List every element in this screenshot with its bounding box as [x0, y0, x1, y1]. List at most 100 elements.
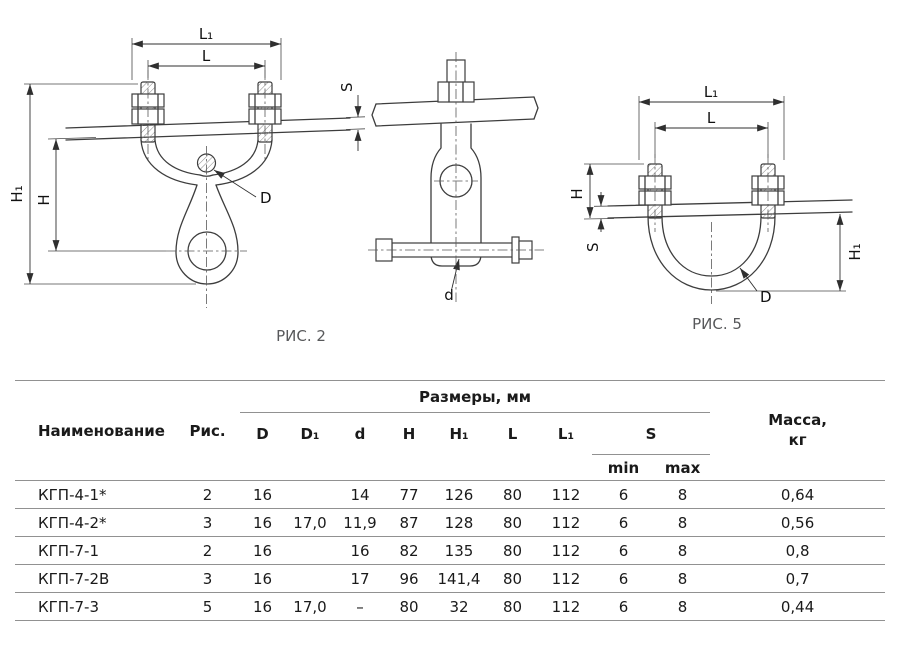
col-header-name: Наименование — [38, 421, 165, 440]
cell-H: 87 — [385, 508, 433, 537]
col-group-S: S — [592, 412, 711, 455]
spec-table-body: КГП-4-1* 2 16 14 77 126 80 112 6 8 0,64 … — [15, 480, 886, 621]
cell-H1: 128 — [433, 508, 485, 537]
cell-d: 14 — [335, 480, 385, 509]
cell-fig: 3 — [175, 564, 240, 593]
cell-H1: 135 — [433, 536, 485, 565]
cell-d: 17 — [335, 564, 385, 593]
cell-H: 82 — [385, 536, 433, 565]
cell-D: 16 — [240, 480, 285, 509]
col-header-D: D — [256, 425, 269, 443]
fig5-dim-label-D: D — [760, 288, 772, 306]
cell-H1: 32 — [433, 592, 485, 621]
cell-D1: 17,0 — [285, 592, 335, 621]
cell-D1 — [285, 536, 335, 565]
cell-mass: 0,56 — [710, 508, 886, 537]
cell-D1 — [285, 564, 335, 593]
table-row: КГП-4-1* 2 16 14 77 126 80 112 6 8 0,64 — [15, 480, 886, 509]
cell-L: 80 — [485, 480, 540, 509]
cell-D: 16 — [240, 592, 285, 621]
fig5-dim-label-L: L — [707, 109, 716, 127]
cell-L: 80 — [485, 592, 540, 621]
table-row: КГП-7-1 2 16 16 82 135 80 112 6 8 0,8 — [15, 536, 886, 565]
cell-smax: 8 — [655, 480, 711, 509]
fig2-dim-L1: L₁ — [131, 25, 282, 80]
cell-smax: 8 — [655, 564, 711, 593]
cell-name: КГП-7-1 — [15, 536, 175, 565]
cell-smin: 6 — [592, 564, 655, 593]
fig5-drawing: L₁ L H S H₁ — [568, 83, 864, 333]
cell-d: 16 — [335, 536, 385, 565]
fig2-drawing: L₁ L S H₁ — [8, 25, 366, 345]
col-header-H1: H₁ — [449, 425, 469, 443]
fig5-dim-D: D — [739, 267, 772, 306]
cell-name: КГП-7-2В — [15, 564, 175, 593]
strap — [140, 139, 273, 186]
cell-fig: 2 — [175, 536, 240, 565]
u-strap — [647, 215, 776, 291]
fig5-dim-S: S — [584, 192, 617, 252]
col-header-mass: Масса, кг — [768, 411, 827, 449]
cell-smax: 8 — [655, 536, 711, 565]
cell-L1: 112 — [540, 564, 592, 593]
figure2-caption: РИС. 2 — [276, 327, 326, 345]
cell-H: 77 — [385, 480, 433, 509]
cell-name: КГП-7-3 — [15, 592, 175, 621]
col-header-smin: min — [607, 458, 640, 477]
cell-smin: 6 — [592, 536, 655, 565]
cell-L1: 112 — [540, 536, 592, 565]
col-header-L: L — [507, 425, 518, 443]
fig2-dim-label-L: L — [202, 47, 211, 65]
cell-L1: 112 — [540, 592, 592, 621]
cell-D1 — [285, 480, 335, 509]
side-view-drawing: d — [368, 52, 544, 304]
spec-table: Наименование Рис. Размеры, мм Масса, кг … — [15, 380, 886, 621]
cell-H1: 141,4 — [433, 564, 485, 593]
cell-L1: 112 — [540, 480, 592, 509]
cell-name: КГП-4-2* — [15, 508, 175, 537]
cell-L: 80 — [485, 564, 540, 593]
side-centerlines — [368, 52, 544, 302]
cell-D: 16 — [240, 564, 285, 593]
fig2-dim-L: L — [147, 47, 266, 78]
cell-H: 80 — [385, 592, 433, 621]
table-row: КГП-7-3 5 16 17,0 – 80 32 80 112 6 8 0,4… — [15, 592, 886, 621]
fig2-dim-H1: H₁ — [8, 83, 196, 285]
spec-table-header: Наименование Рис. Размеры, мм Масса, кг … — [15, 380, 885, 481]
fig2-dim-label-H: H — [35, 194, 53, 205]
fig5-centerlines — [654, 154, 769, 304]
eye-lug — [175, 184, 239, 285]
cell-H1: 126 — [433, 480, 485, 509]
fig5-dim-label-H: H — [568, 188, 586, 199]
cell-mass: 0,7 — [710, 564, 886, 593]
cell-L: 80 — [485, 508, 540, 537]
cell-mass: 0,8 — [710, 536, 886, 565]
cell-H: 96 — [385, 564, 433, 593]
fig2-dim-D: D — [213, 169, 272, 207]
cell-fig: 5 — [175, 592, 240, 621]
plate — [65, 117, 351, 141]
fig2-dim-H: H — [35, 137, 166, 252]
col-header-L1: L₁ — [557, 425, 575, 443]
side-dim-d: d — [444, 258, 460, 304]
fig5-dim-label-H1: H₁ — [846, 243, 864, 260]
fig5-dim-label-L1: L₁ — [704, 83, 718, 101]
fig2-dim-label-H1: H₁ — [8, 185, 26, 202]
fig5-dim-H: H — [568, 163, 644, 220]
cell-L: 80 — [485, 536, 540, 565]
cell-mass: 0,44 — [710, 592, 886, 621]
col-header-D1: D₁ — [300, 425, 320, 443]
col-header-smax: max — [664, 458, 701, 477]
fig2-dim-label-D: D — [260, 189, 272, 207]
cell-d: 11,9 — [335, 508, 385, 537]
cell-D1: 17,0 — [285, 508, 335, 537]
col-group-dimensions: Размеры, мм — [240, 380, 711, 413]
col-header-d: d — [354, 425, 366, 443]
fig5-dim-L: L — [654, 109, 769, 158]
fig2-centerlines — [147, 70, 266, 308]
cell-L1: 112 — [540, 508, 592, 537]
cell-name: КГП-4-1* — [15, 480, 175, 509]
cell-smin: 6 — [592, 480, 655, 509]
figures-panel: L₁ L S H₁ — [8, 25, 864, 345]
